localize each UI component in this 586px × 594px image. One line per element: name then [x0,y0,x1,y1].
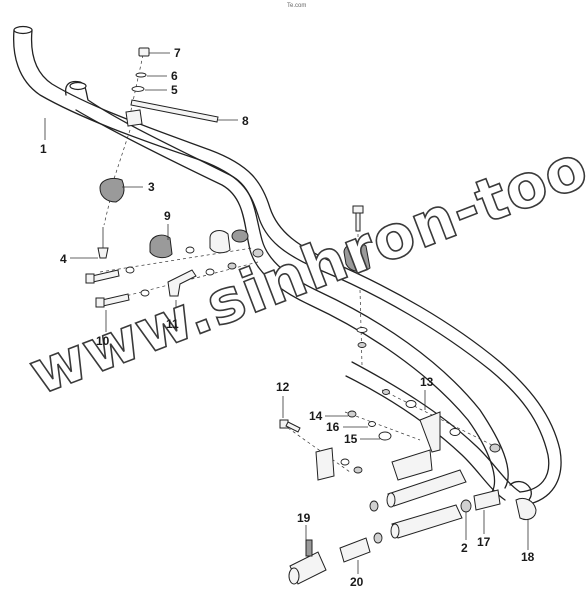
hose-upper-end [386,492,396,508]
bolt-10a-head [85,273,95,284]
label-part-19: 19 [297,511,311,525]
label-part-4: 4 [60,252,67,266]
middle-mount-assembly [85,229,264,308]
tube-end-second [69,81,87,91]
label-part-8: 8 [242,114,249,128]
valve-19-lever [305,539,313,557]
nut-mid-2 [227,262,237,270]
right-clamp-assembly [343,205,371,366]
clamp-top [125,109,143,127]
nut-14 [347,410,357,418]
nut-right [357,342,367,348]
label-part-13: 13 [420,375,434,389]
bracket-13 [391,449,433,481]
valve-19-end [288,567,300,585]
bushing-9b [209,230,231,254]
label-part-1: 1 [40,142,47,156]
hose-lower-end [390,523,400,539]
tube-end-top [13,25,33,35]
bracket-13-arm [419,411,441,453]
bolt-10a [91,269,120,283]
label-part-17: 17 [477,535,491,549]
hose-lower [391,504,463,539]
nut-b [489,443,501,453]
upper-bracket-assembly [97,47,219,259]
bracket-11 [167,269,197,297]
clamp-3 [99,177,125,203]
label-part-6: 6 [171,69,178,83]
header-mark: Te.com [287,3,306,9]
label-part-3: 3 [148,180,155,194]
label-part-18: 18 [521,550,535,564]
nut-20 [373,532,383,544]
nut-mid-1 [252,248,264,258]
label-part-16: 16 [326,420,340,434]
washer-16 [368,421,376,427]
label-part-15: 15 [344,432,358,446]
washer-mid-3 [205,268,215,276]
washer-a [405,400,417,408]
rod-8 [130,99,219,123]
washer-6 [135,72,147,78]
leader-lines [44,52,529,574]
label-part-9: 9 [164,209,171,223]
label-part-11: 11 [166,317,179,331]
washer-15 [378,431,392,441]
coupling-17 [473,489,501,511]
washer-b [449,428,461,436]
washer-right [356,327,368,333]
connector-20 [339,537,371,563]
label-part-7: 7 [174,46,181,60]
washer-10b [140,289,150,297]
label-part-20: 20 [350,575,364,589]
label-part-10: 10 [96,334,110,348]
nut-7 [138,47,150,57]
nut-a [382,389,390,395]
bolt-4 [97,247,109,259]
bolt-right-shaft [355,212,361,232]
fitting-18 [515,497,537,521]
label-part-2: 2 [461,541,468,555]
washer-mid-2 [125,266,135,274]
washer-c [340,458,350,466]
nut-2 [460,499,472,513]
label-part-14: 14 [309,409,323,423]
mount-block-9 [149,234,173,259]
plate-12 [315,447,335,481]
washer-5 [131,86,145,92]
bolt-10b-head [95,297,105,308]
main-tube [12,25,562,506]
bushing-end [231,229,249,243]
lower-assembly [279,389,537,585]
washer-mid-1 [185,246,195,254]
nut-17-side [369,500,379,512]
nut-c [353,466,363,474]
clamp-right [343,242,371,272]
bolt-12-shaft [285,421,301,433]
label-part-5: 5 [171,83,178,97]
part-labels: 1 7 6 5 8 3 9 4 11 10 12 13 14 16 15 2 1… [40,46,535,589]
label-part-12: 12 [276,380,290,394]
